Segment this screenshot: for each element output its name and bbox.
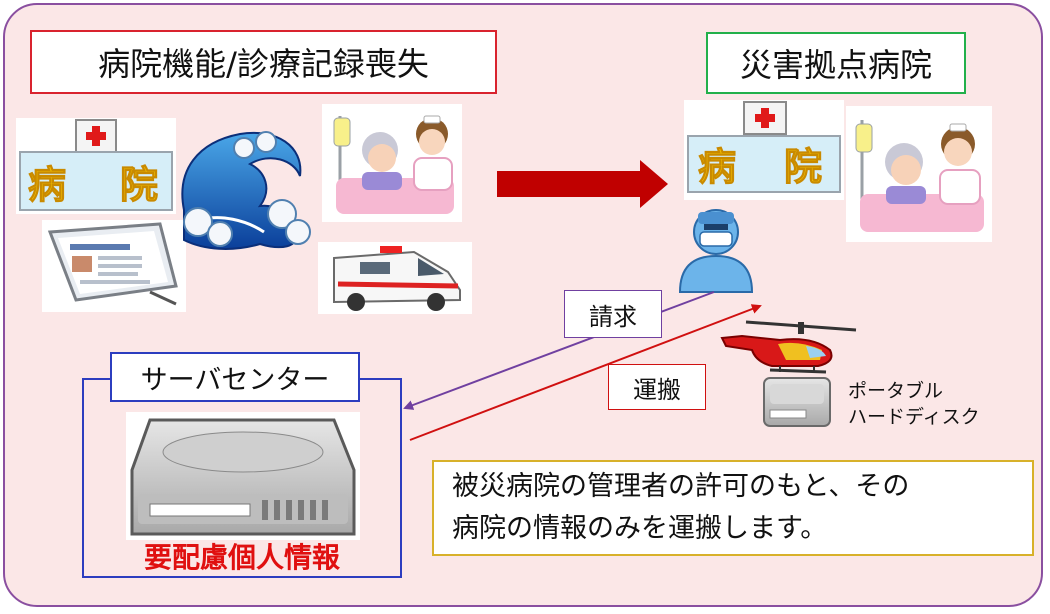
portable-hdd-line1: ポータブル (848, 380, 944, 402)
note-line1: 被災病院の管理者の許可のもと、その (452, 471, 910, 502)
svg-text:病: 病 (28, 163, 66, 207)
tablet-ehr-icon (42, 220, 186, 312)
transport-label: 運搬 (633, 375, 681, 404)
ambulance-icon (318, 242, 472, 314)
title-base-box: 災害拠点病院 (706, 32, 966, 94)
svg-text:院: 院 (784, 145, 822, 189)
transport-arrow (409, 304, 762, 441)
helicopter-icon (720, 320, 857, 374)
tsunami-wave-icon (181, 131, 311, 250)
portable-hdd-line2: ハードディスク (848, 406, 980, 428)
transport-label-box: 運搬 (608, 364, 706, 410)
hospital-icon-right: 病 院 (684, 100, 844, 200)
title-base-label: 災害拠点病院 (739, 46, 932, 84)
svg-text:院: 院 (120, 163, 158, 207)
sensitive-info-label: 要配慮個人情報 (143, 541, 340, 574)
patient-nurse-icon-right (846, 106, 992, 242)
server-center-title-box: サーバセンター (110, 352, 360, 402)
portable-hdd-icon (763, 377, 831, 427)
portable-hdd-label: ポータブル ハードディスク (848, 378, 980, 430)
note-line2: 病院の情報のみを運搬します。 (452, 513, 828, 544)
title-loss-label: 病院機能/診療記録喪失 (98, 45, 429, 83)
server-drive-icon (126, 412, 360, 540)
big-red-arrow (497, 160, 668, 208)
server-center-title: サーバセンター (140, 364, 330, 396)
request-arrow (403, 291, 715, 410)
doctor-icon (678, 209, 754, 293)
title-loss-box: 病院機能/診療記録喪失 (30, 30, 497, 94)
request-label: 請求 (589, 302, 637, 331)
svg-text:病: 病 (698, 145, 736, 189)
hospital-icon: 病 院 (16, 118, 176, 214)
patient-nurse-icon (322, 104, 462, 222)
note-box: 被災病院の管理者の許可のもと、その 病院の情報のみを運搬します。 (432, 460, 1034, 556)
request-label-box: 請求 (564, 290, 662, 338)
